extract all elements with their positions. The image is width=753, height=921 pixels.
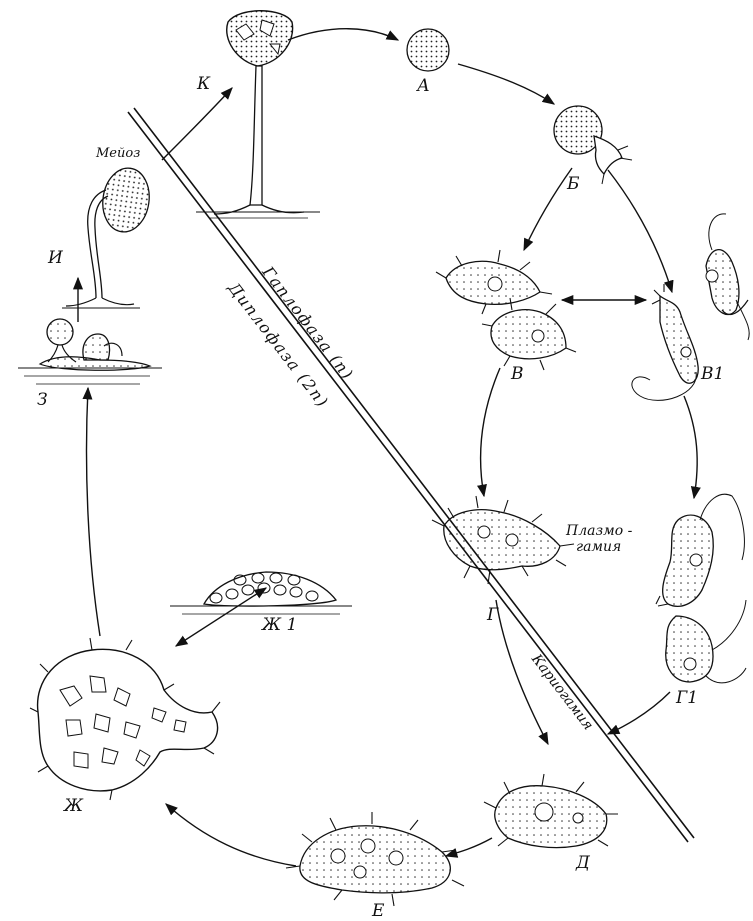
stage-label-v: В (511, 366, 524, 383)
arrow-b-to-v1 (608, 170, 672, 292)
plasmogamy-label: Плазмо - гамия (566, 523, 632, 555)
arrow-v-to-g (481, 368, 500, 496)
stage-label-g1: Г1 (676, 690, 698, 707)
meiosis-label: Мейоз (96, 147, 140, 160)
arrow-b-to-v (524, 168, 572, 250)
sporangium-mature-icon (196, 11, 320, 218)
arrow-to-k (162, 88, 232, 160)
stage-label-g: Г (487, 607, 498, 624)
myxamoebae-icon (436, 250, 576, 370)
arrow-a-to-b (458, 64, 554, 104)
young-plasmodium-icon (286, 812, 464, 906)
stage-label-d: Д (576, 855, 590, 872)
stage-label-v1: В1 (701, 366, 724, 383)
stage-label-zh1: Ж 1 (262, 617, 297, 634)
plasmogamy-label-line1: Плазмо - (566, 523, 632, 539)
arrow-k-to-a (288, 29, 398, 40)
zygote-icon (484, 774, 618, 848)
stage-label-a: А (417, 78, 430, 95)
plasmogamy-label-line2: гамия (566, 539, 632, 555)
arrow-d-to-e (446, 838, 492, 856)
forming-sporangia-icon (18, 319, 162, 384)
fusing-amoebae-icon (432, 496, 574, 584)
arrow-v1-to-g1 (684, 396, 697, 498)
spore-icon (407, 29, 449, 71)
germinating-spore-icon (554, 106, 632, 184)
arrow-g1-to-d (608, 692, 670, 734)
stage-label-k: К (197, 76, 210, 93)
stage-label-b: Б (567, 176, 580, 193)
sclerotium-icon (170, 572, 352, 614)
fusing-swarm-cells-icon (656, 494, 746, 683)
stage-label-e: Е (372, 903, 384, 920)
stalked-sporangium-icon (62, 165, 153, 308)
stage-label-zh: Ж (64, 798, 83, 815)
stage-label-z: З (37, 392, 48, 409)
stage-label-i: И (48, 250, 63, 267)
swarm-cells-icon (632, 214, 749, 401)
arrow-e-to-zh (166, 804, 296, 866)
plasmodium-network-icon (30, 638, 220, 800)
arrow-zh-to-z (87, 388, 101, 636)
